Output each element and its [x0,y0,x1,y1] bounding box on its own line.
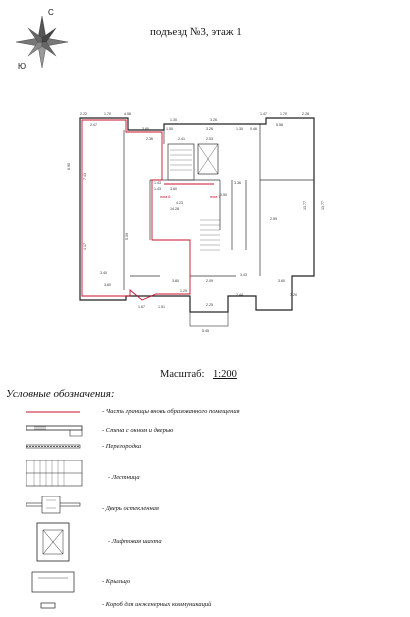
inner-walls [123,124,314,290]
svg-text:13.77: 13.77 [321,201,325,210]
svg-text:2.09: 2.09 [206,279,213,283]
dimensions-bottom: 3.40 3.60 1.67 1.51 3.80 2.09 1.29 2.25 … [100,271,297,333]
svg-text:0.46: 0.46 [250,127,257,131]
svg-text:2.22: 2.22 [80,112,87,116]
svg-text:3.36: 3.36 [234,181,241,185]
legend-label-elevator: - Лифтовая шахта [108,538,162,545]
scale-value: 1:200 [213,369,237,380]
svg-text:3.60: 3.60 [278,279,285,283]
compass-north-label: С [48,8,54,17]
legend-label-glazed-door: - Дверь остекленная [102,505,159,512]
svg-text:3.26: 3.26 [206,127,213,131]
partition-icon [26,444,81,449]
svg-text:4.23: 4.23 [176,201,183,205]
svg-text:3.80: 3.80 [172,279,179,283]
legend-title: Условные обозначения: [6,388,115,400]
porch-icon [31,571,75,593]
legend-label-stairs: - Лестница [108,474,140,481]
svg-text:3.43: 3.43 [240,273,247,277]
svg-text:1.51: 1.51 [158,305,165,309]
compass-rose-icon [15,15,69,69]
svg-text:7.43: 7.43 [83,173,87,180]
legend-label-boundary: - Часть границы вновь образованного поме… [102,408,240,415]
svg-text:3.40: 3.40 [100,271,107,275]
svg-text:1.29: 1.29 [180,289,187,293]
svg-text:3.60: 3.60 [170,187,177,191]
svg-text:0.50: 0.50 [220,193,227,197]
svg-text:4.17: 4.17 [83,243,87,250]
wall-window-door-icon [26,425,83,437]
compass-rose: С Ю [14,8,70,71]
room-label-6: пом.6 [160,194,171,199]
dimensions-side: 6.90 7.43 5.39 4.17 13.77 13.77 [67,163,325,250]
svg-text:1.30: 1.30 [236,127,243,131]
svg-text:3.20: 3.20 [290,293,297,297]
svg-text:6.90: 6.90 [67,163,71,170]
svg-text:1.30: 1.30 [170,118,177,122]
svg-text:1.43: 1.43 [154,181,161,185]
dimensions-middle: 2.41 3.60 1.43 1.43 4.23 0.50 14.28 2.59 [154,137,277,221]
svg-text:5.58: 5.58 [276,123,283,127]
svg-text:3.26: 3.26 [210,118,217,122]
svg-text:5.39: 5.39 [125,233,129,240]
stairs-icon [26,460,83,487]
svg-text:2.44: 2.44 [236,293,243,297]
boundary-room-6 [81,119,191,301]
dimensions-top: 2.22 1.70 4.56 1.30 3.26 1.47 1.70 2.28 [80,112,309,122]
svg-text:2.53: 2.53 [206,137,213,141]
dimensions-inner: 2.47 3.80 2.36 1.50 3.26 1.30 0.46 2.53 … [90,123,283,185]
scale-label: Масштаб: [160,369,205,380]
floor-plan: пом.6 пом.7 2.22 1.70 4.56 1.30 3.26 1.4… [67,112,325,333]
svg-text:2.47: 2.47 [90,123,97,127]
legend-label-wall: - Стена с окном и дверью [102,427,174,434]
svg-text:2.25: 2.25 [206,303,213,307]
svg-text:2.28: 2.28 [302,112,309,116]
legend-label-partition: - Перегородка [102,443,142,450]
legend-label-porch: - Крыльцо [102,578,131,585]
boundary-line-icon [26,411,80,413]
stairs [170,149,220,251]
glazed-door-icon [26,496,81,514]
svg-text:1.67: 1.67 [138,305,145,309]
porch [189,311,229,327]
utility-duct-icon [40,602,56,609]
svg-text:2.41: 2.41 [178,137,185,141]
svg-text:14.28: 14.28 [170,207,179,211]
svg-text:1.50: 1.50 [166,127,173,131]
elevator-shaft-icon [36,522,70,562]
room-label-7: пом.7 [210,194,221,199]
outer-walls [79,117,315,313]
svg-text:13.77: 13.77 [303,201,307,210]
svg-text:1.70: 1.70 [280,112,287,116]
svg-text:5.45: 5.45 [202,329,209,333]
page-title: подъезд №3, этаж 1 [150,26,242,38]
svg-text:1.70: 1.70 [104,112,111,116]
svg-text:2.59: 2.59 [270,217,277,221]
compass-south-label: Ю [18,62,27,71]
legend-label-duct: - Короб для инженерных коммуникаций [102,601,212,608]
svg-text:2.36: 2.36 [146,137,153,141]
svg-text:1.43: 1.43 [154,187,161,191]
svg-text:1.47: 1.47 [260,112,267,116]
scale-row: Масштаб: 1:200 [160,369,237,380]
svg-text:3.80: 3.80 [142,127,149,131]
svg-text:4.56: 4.56 [124,112,131,116]
elevator-shaft [197,143,219,175]
svg-text:3.60: 3.60 [104,283,111,287]
